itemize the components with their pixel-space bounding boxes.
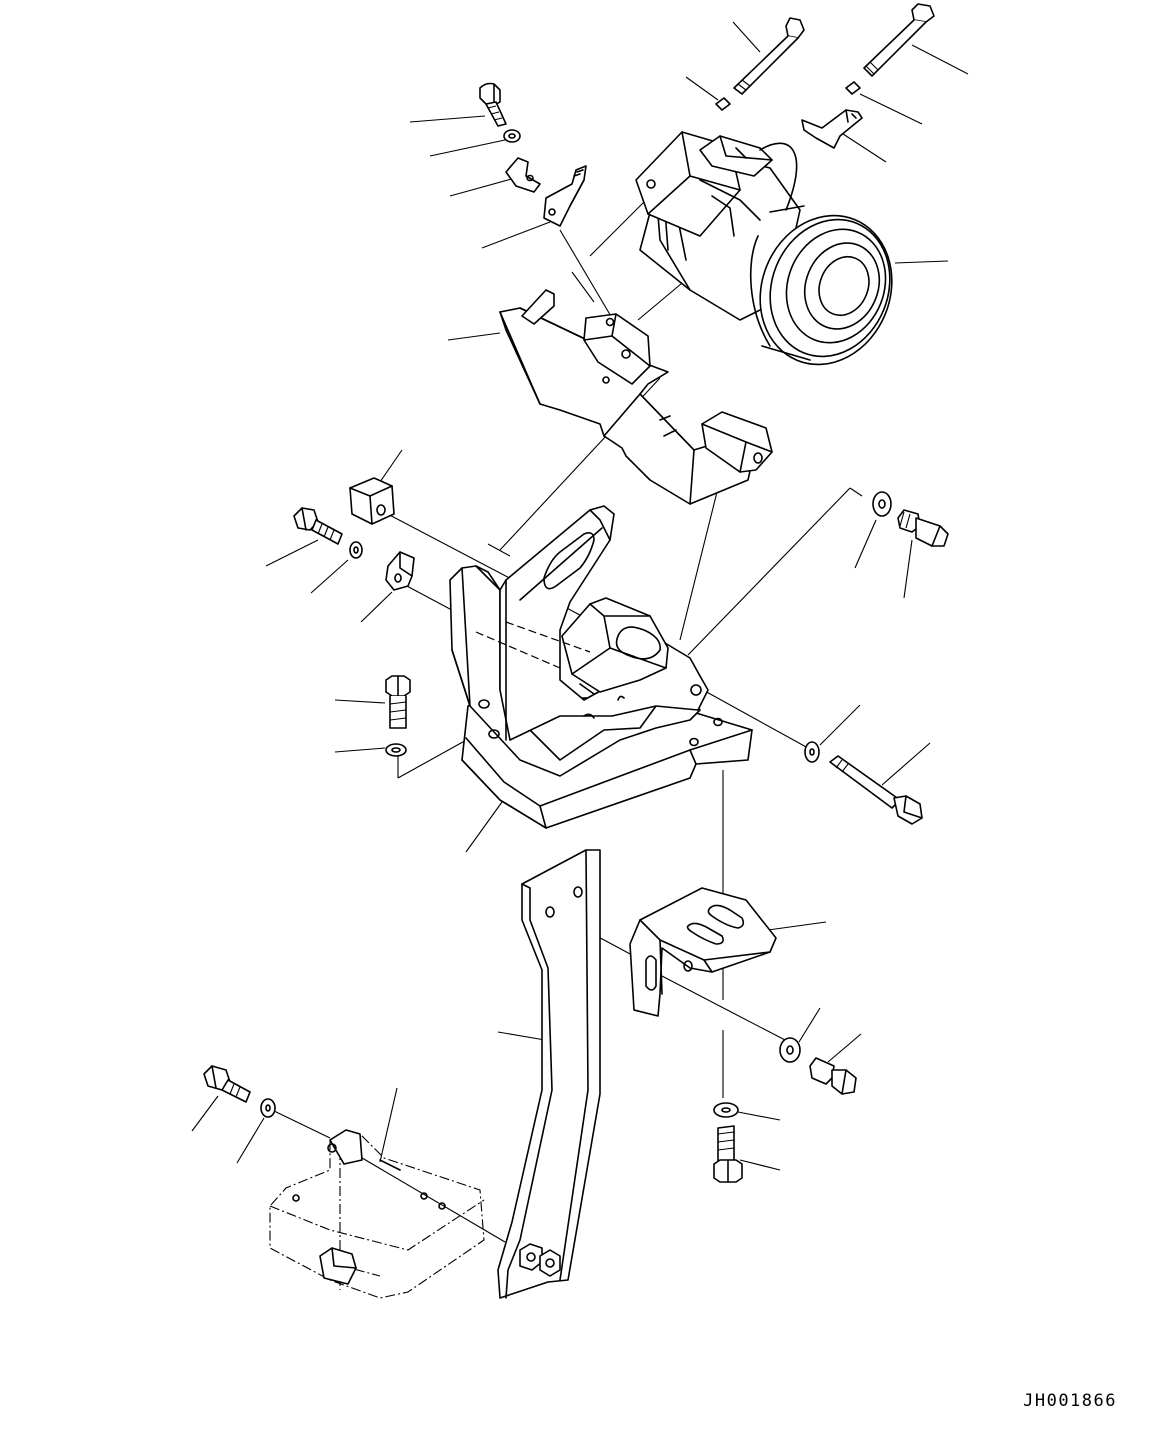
lock-washer-top bbox=[716, 98, 730, 110]
spacer-block bbox=[350, 478, 394, 524]
washer-top-left bbox=[504, 130, 520, 142]
bolt-bottom-center bbox=[714, 1126, 742, 1182]
washer-upper-right bbox=[873, 492, 891, 516]
clip-middle-left bbox=[386, 552, 414, 590]
washer-lower-right bbox=[780, 1038, 800, 1062]
bolt-bottom-left bbox=[204, 1066, 250, 1102]
clip-top-left bbox=[506, 158, 540, 192]
ac-compressor bbox=[636, 132, 914, 384]
slotted-angle-bracket bbox=[630, 888, 776, 1016]
long-bolt-top-right bbox=[864, 4, 934, 76]
bolt-middle-left bbox=[294, 508, 342, 544]
drawing-number-label: JH001866 bbox=[1023, 1391, 1117, 1411]
washer-main-right bbox=[805, 742, 819, 762]
long-stay-bracket bbox=[498, 850, 600, 1298]
bolt-top-left bbox=[480, 84, 506, 127]
bolt-vertical-middle bbox=[386, 676, 410, 728]
bracket-small-right bbox=[802, 110, 862, 148]
lock-washer-right bbox=[846, 82, 860, 94]
washer-bottom-center bbox=[714, 1103, 738, 1117]
long-bolt-top bbox=[734, 18, 804, 94]
cover-part-phantom bbox=[270, 1130, 484, 1298]
upper-mounting-bracket bbox=[500, 290, 772, 504]
bracket-small-left bbox=[544, 166, 586, 226]
main-mount-bracket bbox=[450, 506, 752, 828]
washer-vertical-middle bbox=[386, 744, 406, 756]
washer-middle-left bbox=[350, 542, 362, 558]
long-bolt-main-right bbox=[830, 756, 922, 824]
washer-bottom-left bbox=[261, 1099, 275, 1117]
bolt-upper-right bbox=[898, 510, 948, 546]
bolt-lower-right bbox=[810, 1058, 856, 1094]
